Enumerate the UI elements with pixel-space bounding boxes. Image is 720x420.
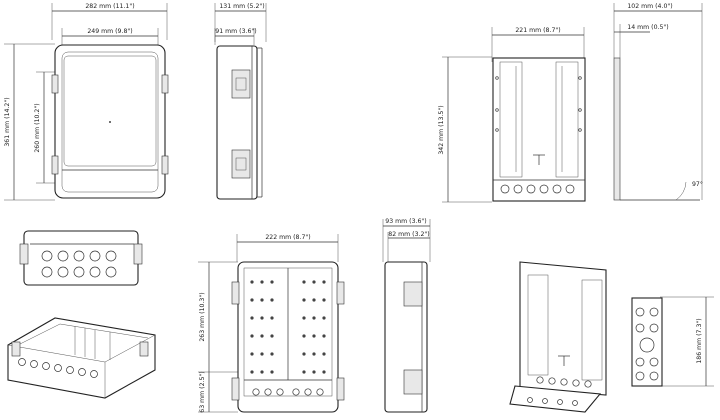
open-height-label: 263 mm (10.3") xyxy=(199,292,206,341)
side-view: 131 mm (5.2") 91 mm (3.6") xyxy=(214,3,267,200)
front-view: 282 mm (11.1") 249 mm (9.8") 361 mm (14.… xyxy=(4,3,169,201)
open-front-view: 222 mm (8.7") 263 mm (10.3") 63 mm (2.5"… xyxy=(198,234,345,413)
bracket-front-view: 221 mm (8.7") 342 mm (13.5") xyxy=(438,27,586,203)
bracket-side-view: 102 mm (4.0") 14 mm (0.5") 97° xyxy=(613,3,703,201)
side-depth-outer-label: 131 mm (5.2") xyxy=(219,3,264,10)
open-width-label: 222 mm (8.7") xyxy=(265,234,310,241)
open-side-view: 93 mm (3.6") 82 mm (3.2") xyxy=(382,218,431,413)
gland-plate-view: 186 mm (7.3") xyxy=(631,296,714,387)
front-height-outer-label: 361 mm (14.2") xyxy=(4,97,11,146)
front-width-inner-label: 249 mm (9.8") xyxy=(87,28,132,35)
bracket-side-depth-label: 102 mm (4.0") xyxy=(627,3,672,10)
bracket-isometric-view xyxy=(509,261,607,413)
open-side-inner-label: 82 mm (3.2") xyxy=(388,231,429,238)
front-height-inner-label: 260 mm (10.2") xyxy=(34,103,41,152)
open-bottom-label: 63 mm (2.5") xyxy=(199,371,206,412)
bracket-side-offset-label: 14 mm (0.5") xyxy=(627,24,668,31)
plate-height-label: 186 mm (7.3") xyxy=(696,318,703,363)
front-width-outer-label: 282 mm (11.1") xyxy=(85,3,134,10)
isometric-view xyxy=(7,317,156,399)
bracket-angle-label: 97° xyxy=(692,180,703,188)
open-front-holes xyxy=(250,280,326,374)
top-view xyxy=(19,230,143,286)
bracket-width-label: 221 mm (8.7") xyxy=(515,27,560,34)
bracket-height-label: 342 mm (13.5") xyxy=(438,105,445,154)
side-depth-inner-label: 91 mm (3.6") xyxy=(215,28,256,35)
open-side-outer-label: 93 mm (3.6") xyxy=(385,218,426,225)
